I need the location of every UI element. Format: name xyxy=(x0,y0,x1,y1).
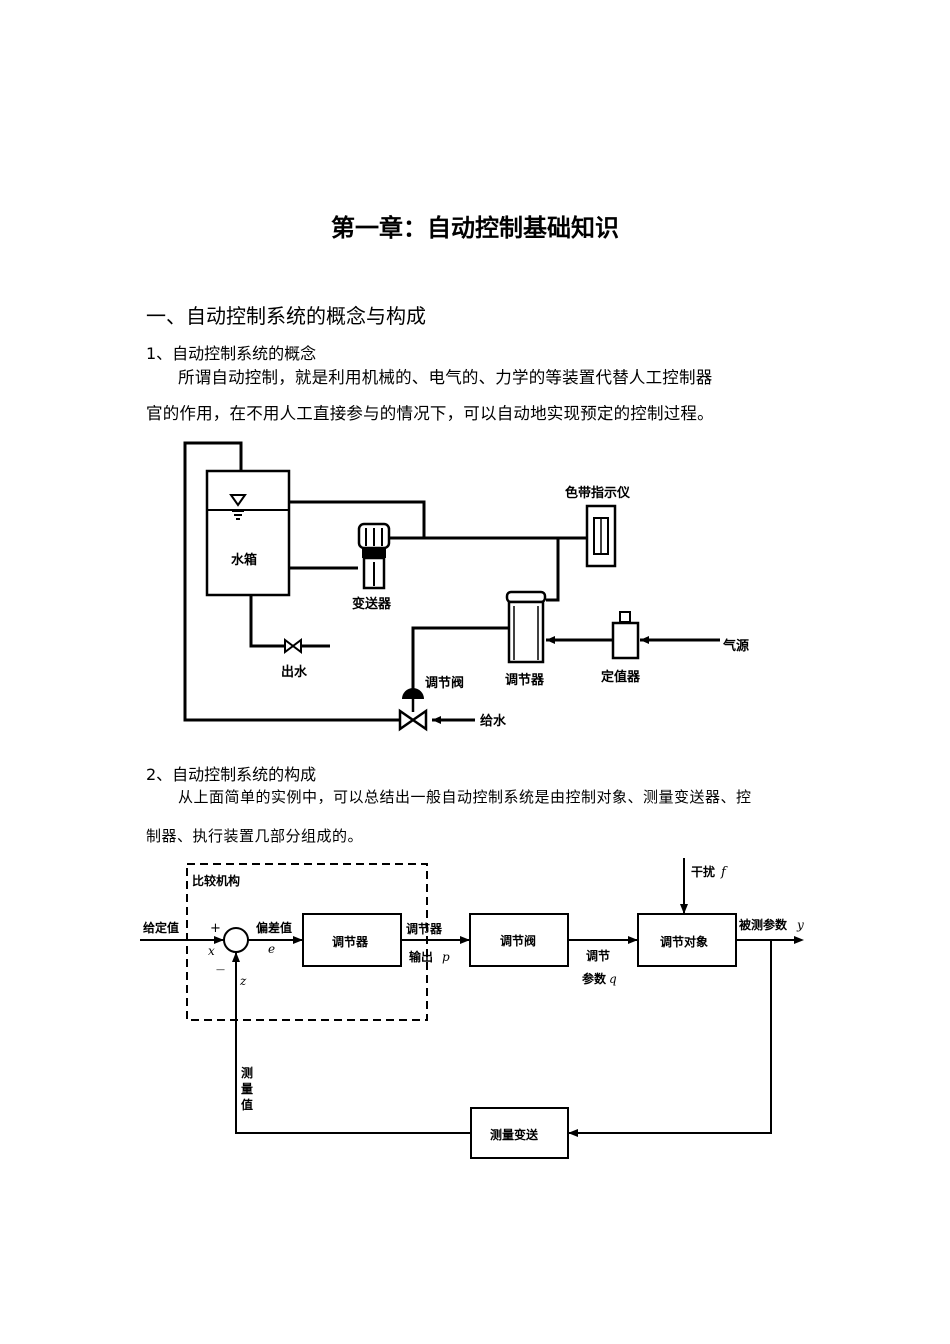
label-feed-water: 给水 xyxy=(480,713,507,729)
label-air-source: 气源 xyxy=(723,638,749,654)
controller-device-icon xyxy=(505,590,547,664)
arrow-icons xyxy=(432,636,649,724)
label-control-valve: 调节阀 xyxy=(425,675,464,691)
label-outlet: 出水 xyxy=(281,664,308,680)
label-water-tank: 水箱 xyxy=(231,552,257,568)
indicator-device-icon xyxy=(585,504,617,568)
paragraph-concept-line1: 所谓自动控制，就是利用机械的、电气的、力学的等装置代替人工控制器 xyxy=(178,368,713,387)
label-indicator: 色带指示仪 xyxy=(565,485,631,501)
subsection-heading-concept: 1、自动控制系统的概念 xyxy=(146,344,317,363)
label-controller: 调节器 xyxy=(505,672,545,688)
chapter-title: 第一章：自动控制基础知识 xyxy=(331,214,619,242)
control-valve-icon xyxy=(398,688,428,732)
label-transmitter: 变送器 xyxy=(352,596,392,612)
section-heading: 一、自动控制系统的概念与构成 xyxy=(146,304,426,328)
water-level-icon xyxy=(229,494,247,520)
outlet-valve-icon xyxy=(284,638,302,654)
paragraph-concept-line2: 官的作用，在不用人工直接参与的情况下，可以自动地实现预定的控制过程。 xyxy=(146,404,714,423)
paragraph-structure-line1: 从上面简单的实例中，可以总结出一般自动控制系统是由控制对象、测量变送器、控 xyxy=(178,788,752,806)
setpoint-device-icon xyxy=(611,611,640,660)
transmitter-device-icon xyxy=(357,522,391,590)
subsection-heading-structure: 2、自动控制系统的构成 xyxy=(146,765,317,784)
label-setpoint-device: 定值器 xyxy=(600,669,641,685)
paragraph-structure-line2: 制器、执行装置几部分组成的。 xyxy=(146,827,364,845)
